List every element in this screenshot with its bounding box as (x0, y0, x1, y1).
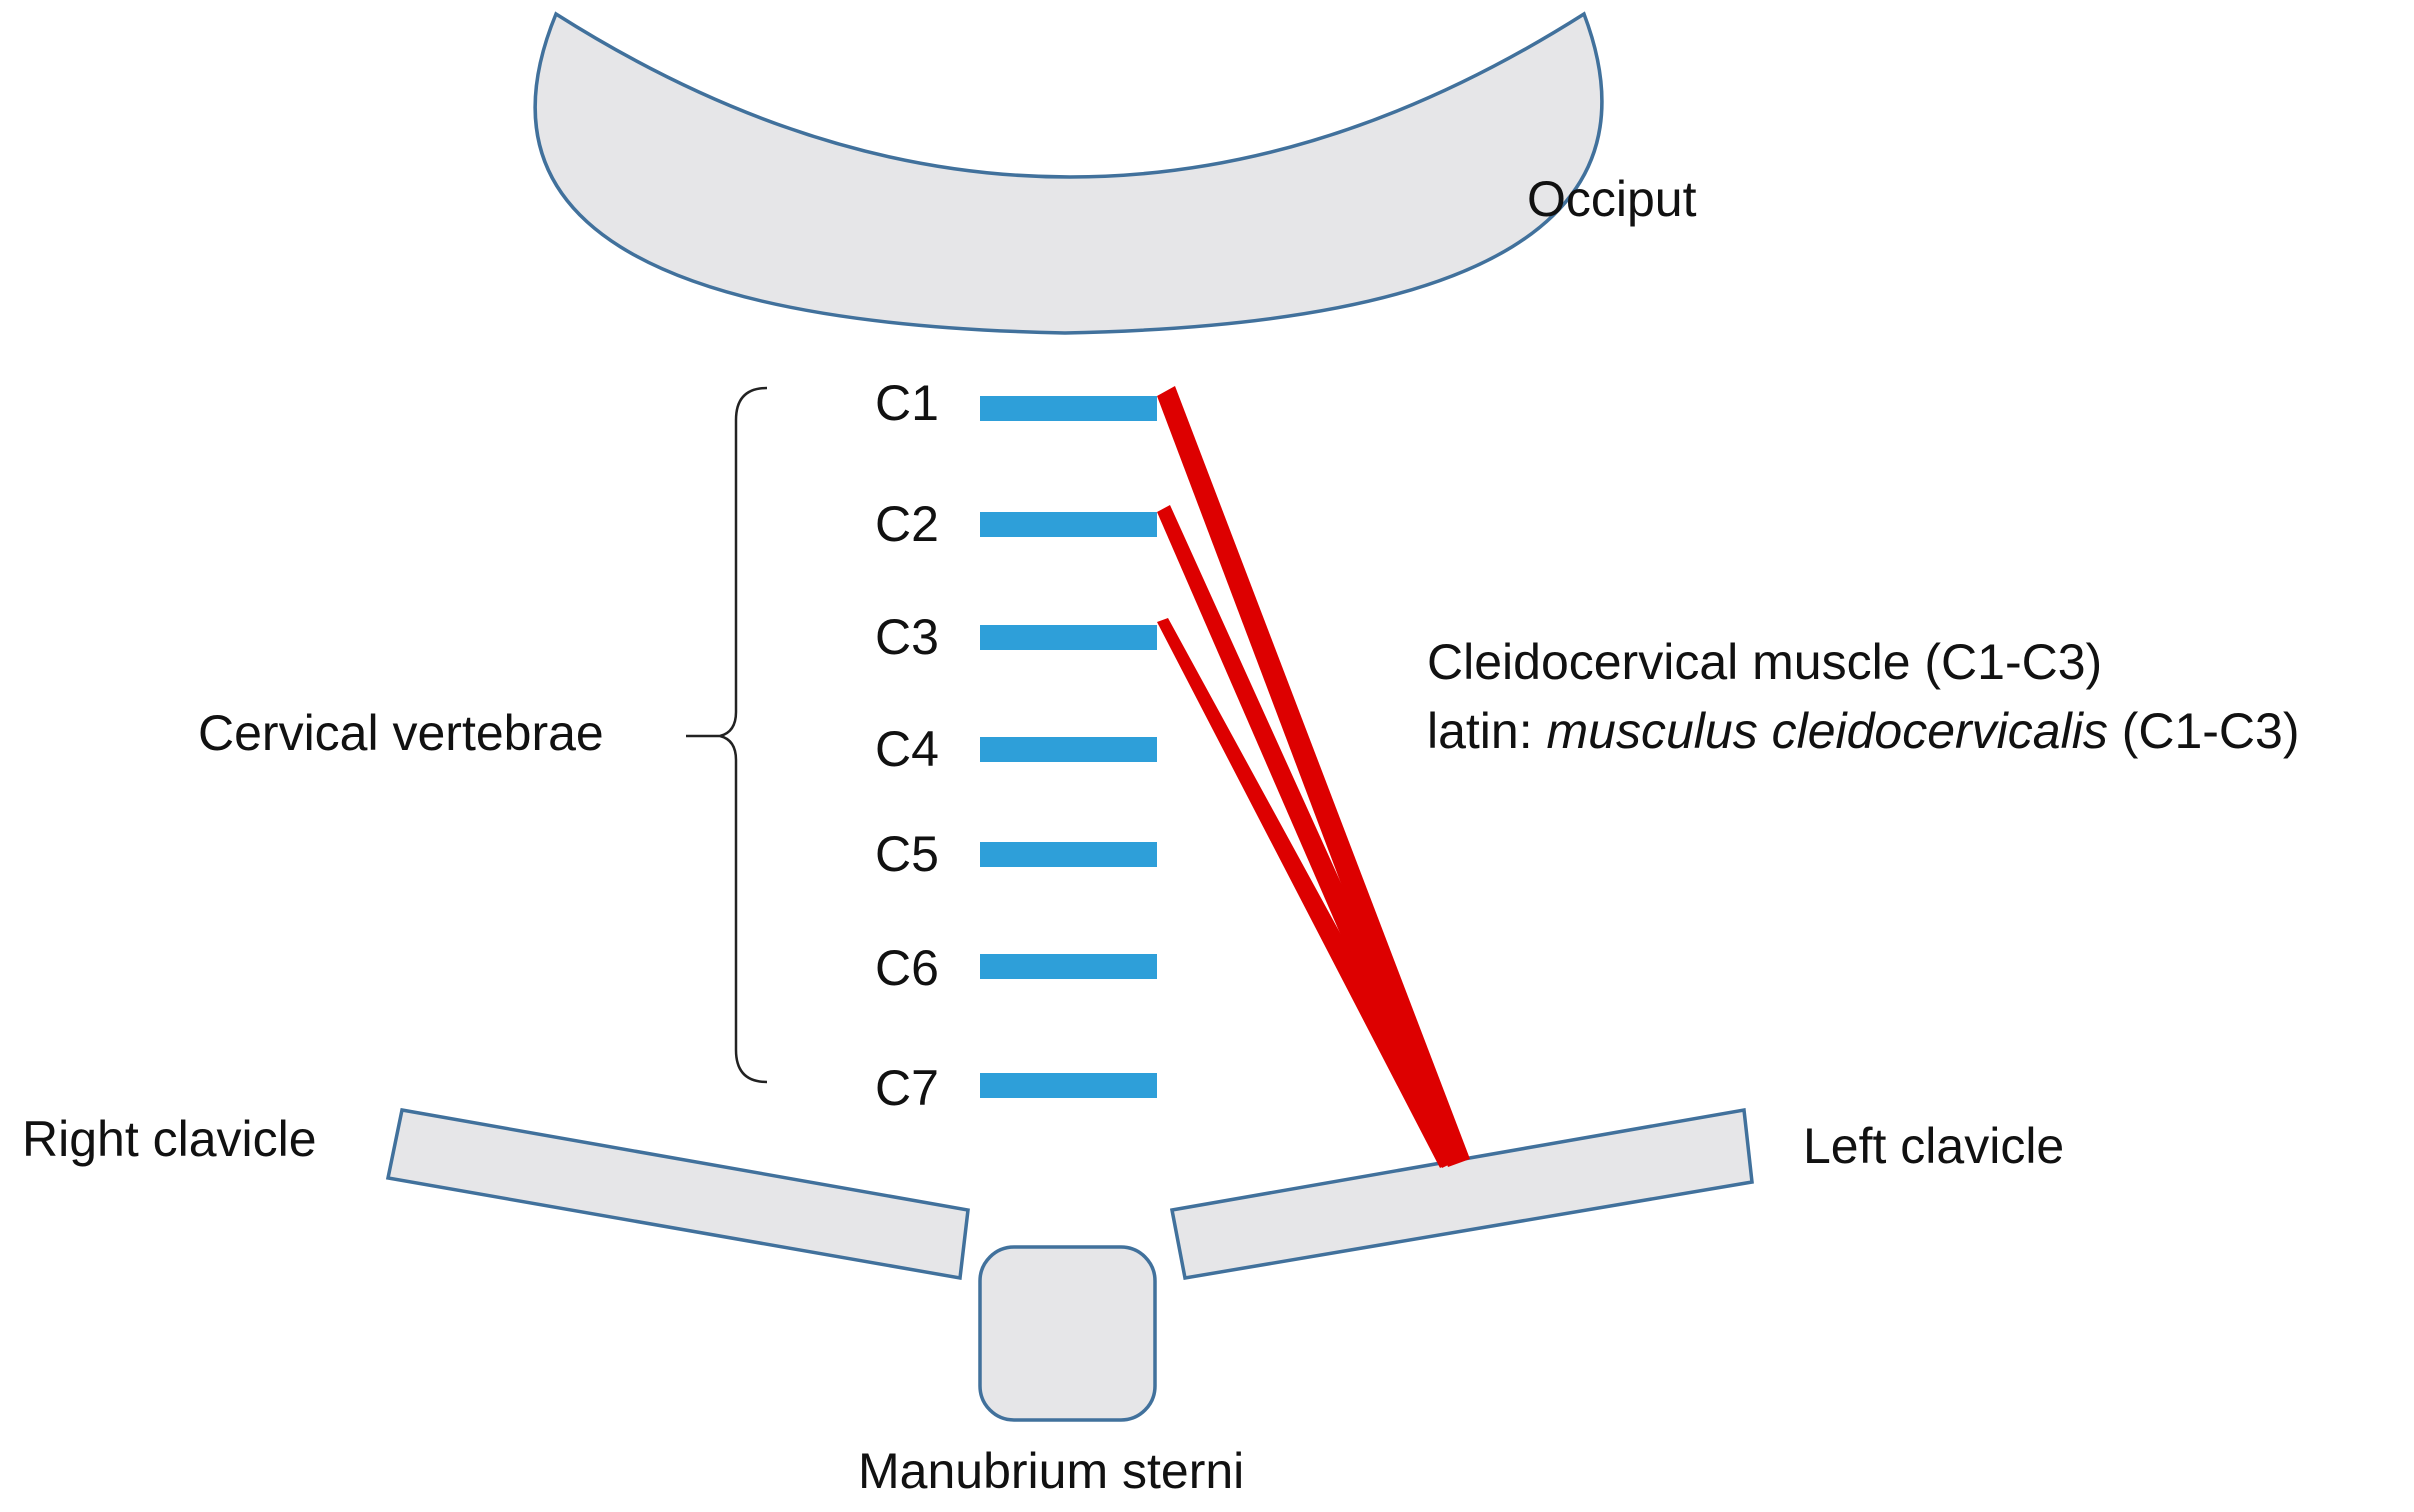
left-clavicle-shape (1169, 1107, 1754, 1281)
vertebra-c4-label: C4 (875, 721, 939, 777)
manubrium-shape (978, 1245, 1157, 1422)
muscle-latin-suffix: (C1-C3) (2108, 703, 2300, 759)
vertebrae-group (980, 396, 1157, 1098)
vertebra-c1-bar (980, 396, 1157, 421)
left-clavicle-label: Left clavicle (1803, 1118, 2064, 1174)
vertebra-c6-bar (980, 954, 1157, 979)
vertebra-c5-bar (980, 842, 1157, 867)
vertebra-c3-label: C3 (875, 609, 939, 665)
muscle-latin-prefix: latin: (1427, 703, 1547, 759)
right-clavicle-shape (385, 1107, 970, 1281)
vertebra-labels: C1 C2 C3 C4 C5 C6 C7 (875, 375, 939, 1116)
muscle-latin-name: musculus cleidocervicalis (1547, 703, 2108, 759)
vertebra-c1-label: C1 (875, 375, 939, 431)
occiput-label: Occiput (1527, 171, 1697, 227)
muscle-bundle-c2 (1157, 505, 1465, 1168)
occiput-shape (533, 11, 1604, 335)
manubrium-label: Manubrium sterni (858, 1443, 1244, 1499)
cervical-brace (686, 386, 768, 1084)
vertebra-c7-bar (980, 1073, 1157, 1098)
vertebra-c6-label: C6 (875, 940, 939, 996)
vertebra-c7-label: C7 (875, 1060, 939, 1116)
vertebra-c2-bar (980, 512, 1157, 537)
vertebra-c4-bar (980, 737, 1157, 762)
cervical-vertebrae-label: Cervical vertebrae (198, 705, 604, 761)
vertebra-c3-bar (980, 625, 1157, 650)
vertebra-c2-label: C2 (875, 496, 939, 552)
muscle-latin-label: latin: musculus cleidocervicalis (C1-C3) (1427, 703, 2300, 759)
muscle-name-label: Cleidocervical muscle (C1-C3) (1427, 634, 2102, 690)
vertebra-c5-label: C5 (875, 826, 939, 882)
muscle-bundle-c1 (1157, 386, 1470, 1167)
right-clavicle-label: Right clavicle (22, 1111, 317, 1167)
muscle-bundle-c3 (1157, 618, 1462, 1168)
cleidocervical-muscle (1157, 386, 1470, 1168)
